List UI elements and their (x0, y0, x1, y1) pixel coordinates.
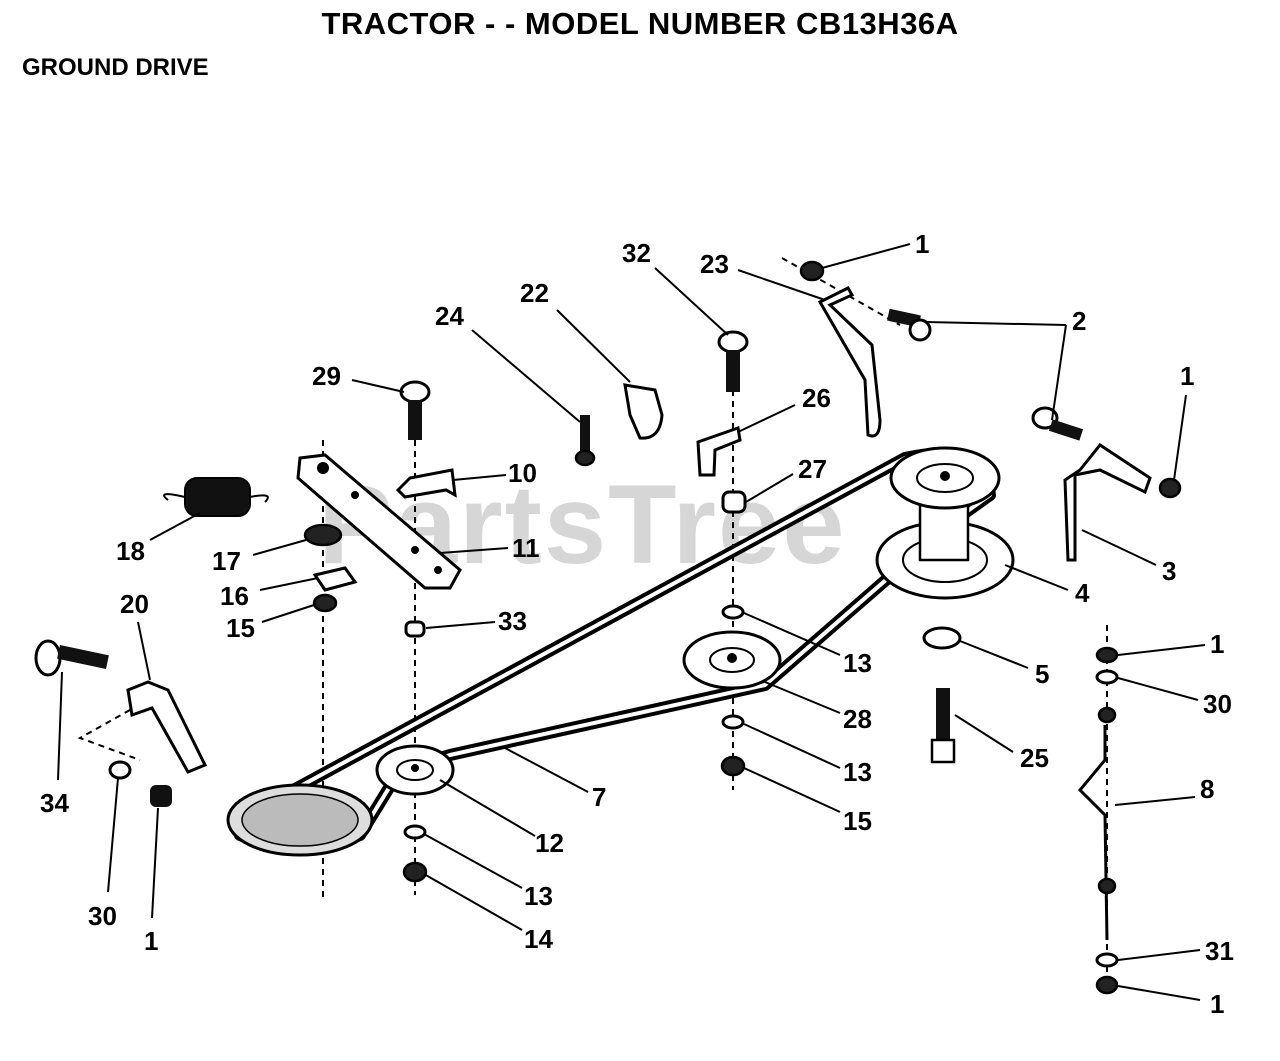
bracket-26 (696, 425, 742, 477)
washer-13-c (403, 824, 427, 840)
callout-1-bottom: 1 (1210, 989, 1224, 1019)
callout-3: 3 (1162, 556, 1176, 586)
callout-13-b: 13 (843, 757, 872, 787)
carriage-bolt-29 (399, 380, 431, 440)
nut-15-center (720, 755, 746, 777)
callout-11: 11 (512, 533, 540, 563)
bolt-24 (574, 415, 596, 467)
callout-28: 28 (843, 704, 872, 734)
callout-16: 16 (220, 581, 249, 611)
lever-axis (77, 709, 141, 761)
nut-15-left (312, 593, 338, 613)
callout-23: 23 (700, 249, 729, 279)
bracket-10 (395, 468, 457, 499)
bolt-2-right (1031, 406, 1084, 441)
callout-1-rod-top: 1 (1210, 629, 1224, 659)
idler-pulley-12 (375, 744, 455, 796)
callout-1-right: 1 (1180, 361, 1194, 391)
callout-15-center: 15 (843, 806, 872, 836)
belt-guide-22 (623, 383, 664, 440)
washer-5 (922, 626, 962, 650)
nut-1-left (150, 785, 172, 807)
idler-pulley-28 (682, 630, 782, 690)
callout-34: 34 (40, 788, 69, 818)
bolt-25 (930, 688, 956, 764)
nut-1-right (1158, 477, 1182, 499)
transmission-pulley (226, 783, 374, 857)
bracket-16 (312, 566, 358, 592)
callout-12: 12 (535, 828, 564, 858)
bolt-2-top (887, 308, 932, 342)
belt-guide-3 (1063, 442, 1152, 562)
leader-lines (57, 243, 1206, 1001)
callout-24: 24 (435, 301, 464, 331)
callout-1-left: 1 (144, 926, 158, 956)
nut-1-top (799, 260, 825, 282)
washer-13-a (721, 604, 745, 620)
callout-25: 25 (1020, 743, 1049, 773)
washer-17 (303, 523, 343, 547)
callout-32: 32 (622, 238, 651, 268)
washer-30-left (108, 760, 132, 780)
callout-22: 22 (520, 278, 549, 308)
callout-29: 29 (312, 361, 341, 391)
callout-27: 27 (798, 454, 827, 484)
callout-14: 14 (524, 924, 553, 954)
callout-26: 26 (802, 383, 831, 413)
bolt-34 (34, 639, 109, 677)
lever-20 (126, 680, 208, 774)
extension-spring (163, 477, 269, 517)
callout-13-c: 13 (524, 881, 553, 911)
callout-2: 2 (1072, 306, 1086, 336)
spacer-27 (721, 490, 747, 514)
callout-30-right: 30 (1203, 689, 1232, 719)
callout-18: 18 (116, 536, 145, 566)
callout-10: 10 (508, 458, 537, 488)
callout-15-left: 15 (226, 613, 255, 643)
callout-5: 5 (1035, 659, 1049, 689)
diagram-subtitle: GROUND DRIVE (22, 54, 209, 81)
callout-8: 8 (1200, 774, 1214, 804)
callout-31: 31 (1205, 936, 1234, 966)
washer-13-b (721, 714, 745, 730)
spacer-33 (404, 620, 426, 638)
belt-guide-23 (817, 286, 882, 438)
nut-14 (402, 861, 428, 883)
callout-30-left: 30 (88, 901, 117, 931)
idler-arm (296, 453, 462, 590)
carriage-bolt-32 (717, 330, 749, 392)
callout-1-top: 1 (915, 229, 929, 259)
callout-20: 20 (120, 589, 149, 619)
callout-7: 7 (592, 782, 606, 812)
callout-4: 4 (1075, 578, 1090, 608)
engine-pulley (875, 446, 1015, 600)
callout-13-a: 13 (843, 648, 872, 678)
callout-17: 17 (212, 546, 241, 576)
rod-8 (1077, 646, 1119, 995)
callout-33: 33 (498, 606, 527, 636)
diagram-title: TRACTOR - - MODEL NUMBER CB13H36A (321, 6, 959, 41)
